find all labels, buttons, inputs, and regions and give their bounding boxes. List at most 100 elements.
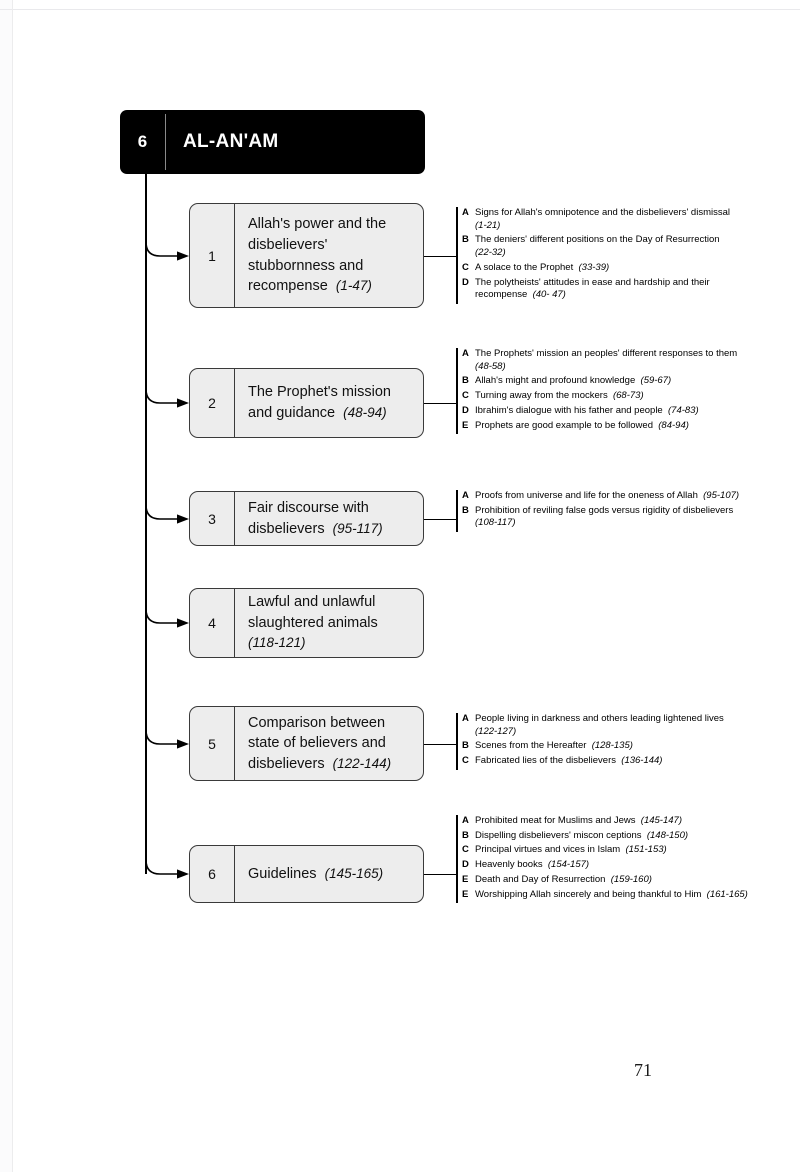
subsection-verse-range: (59-67) [640, 375, 672, 387]
subsection-letter: E [462, 888, 469, 900]
section-number: 1 [190, 204, 235, 307]
connector-stem [424, 874, 456, 876]
page-edge-left [12, 0, 13, 1172]
subsection-text: Heavenly books (154-157) [475, 859, 590, 871]
subsection-letter: A [462, 815, 469, 826]
connector-elbow [145, 844, 189, 904]
subsection-letter: E [462, 419, 469, 431]
subsection-list: A Signs for Allah's omnipotence and the d… [462, 207, 752, 304]
subsection-verse-range: (74-83) [668, 404, 699, 416]
section-title: Allah's power and the disbelievers' stub… [248, 216, 387, 295]
connector-elbow [145, 373, 189, 433]
subsection-verse-range: (48-58) [475, 360, 506, 372]
subsection-text: The Prophets' mission an peoples' differ… [475, 348, 740, 372]
subsection-verse-range: (122-127) [475, 725, 517, 737]
section-title: The Prophet's mission and guidance (48-9… [248, 384, 391, 421]
subsection-text: The deniers' different positions on the … [475, 234, 723, 259]
subsection-letter: C [462, 390, 469, 402]
section-number: 3 [190, 492, 235, 545]
subsection-verse-range: (145-147) [640, 815, 682, 826]
section-body: Comparison between state of believers an… [235, 707, 423, 780]
subsection-bracket [456, 815, 458, 903]
subsection-text: Allah's might and profound knowledge (59… [475, 375, 672, 387]
subsection-verse-range: (151-153) [625, 844, 667, 856]
subsection-text: Signs for Allah's omnipotence and the di… [475, 207, 733, 231]
subsection-verse-range: (148-150) [646, 829, 689, 841]
subsection-letter: A [462, 207, 469, 218]
subsection-verse-range: (84-94) [658, 419, 689, 431]
subsection-text: Turning away from the mockers (68-73) [475, 390, 644, 402]
section-verse-range: (122-144) [332, 755, 392, 771]
section-number: 6 [190, 846, 235, 902]
subsection-item[interactable]: D Heavenly books (154-157) [462, 859, 752, 872]
connector-elbow [145, 225, 189, 286]
page-edge-top [0, 9, 800, 10]
subsection-text: The polytheists' attitudes in ease and h… [475, 276, 710, 301]
connector-stem [424, 518, 456, 520]
subsection-verse-range: (128-135) [591, 740, 633, 752]
subsection-item[interactable]: C Turning away from the mockers (68-73) [462, 390, 752, 403]
subsection-text: Prophets are good example to be followed… [475, 419, 689, 431]
section-verse-range: (1-47) [335, 278, 372, 294]
subsection-item[interactable]: A Signs for Allah's omnipotence and the d… [462, 207, 752, 232]
subsection-verse-range: (136-144) [621, 755, 663, 767]
subsection-verse-range: (108-117) [475, 517, 516, 529]
subsection-text: Principal virtues and vices in Islam (15… [475, 844, 667, 856]
subsection-item[interactable]: C Principal virtues and vices in Islam (1… [462, 844, 752, 857]
subsection-item[interactable]: A Prohibited meat for Muslims and Jews (1… [462, 815, 752, 828]
chapter-number: 6 [137, 132, 148, 151]
subsection-letter: A [462, 490, 469, 501]
chapter-title-bar: 6 AL-AN'AM [120, 110, 425, 174]
subsection-text: Death and Day of Resurrection (159-160) [475, 873, 652, 885]
trunk-line [145, 174, 147, 874]
subsection-letter: C [462, 844, 469, 856]
subsection-bracket [456, 207, 458, 304]
subsection-verse-range: (154-157) [547, 859, 590, 871]
subsection-letter: B [462, 829, 469, 841]
subsection-text: Dispelling disbelievers' miscon ceptions… [475, 829, 689, 841]
subsection-text: Prohibited meat for Muslims and Jews (14… [475, 815, 682, 826]
subsection-verse-range: (33-39) [578, 261, 610, 273]
subsection-text: A solace to the Prophet (33-39) [475, 261, 610, 273]
subsection-text: Fabricated lies of the disbelievers (136… [475, 755, 663, 767]
connector-elbow [145, 593, 189, 653]
section-box[interactable]: 2 The Prophet's mission and guidance (48-… [189, 368, 424, 438]
section-title: Comparison between state of believers an… [248, 714, 392, 772]
subsection-letter: D [462, 859, 469, 871]
subsection-item[interactable]: B Dispelling disbelievers' miscon ception… [462, 830, 752, 843]
subsection-letter: B [462, 375, 469, 387]
subsection-text: Scenes from the Hereafter (128-135) [475, 740, 633, 752]
chapter-title: AL-AN'AM [183, 131, 279, 152]
subsection-item[interactable]: B Allah's might and profound knowledge (5… [462, 375, 752, 388]
subsection-item[interactable]: E Prophets are good example to be followe… [462, 420, 752, 433]
section-number: 2 [190, 369, 235, 437]
section-verse-range: (118-121) [248, 635, 306, 651]
connector-elbow [145, 488, 189, 549]
section-body: Allah's power and the disbelievers' stub… [235, 204, 423, 307]
connector-stem [424, 743, 456, 745]
subsection-text: Prohibition of reviling false gods versu… [475, 504, 736, 529]
section-title: Lawful and unlawful slaughtered animals … [248, 594, 382, 651]
subsection-letter: A [462, 713, 469, 724]
chapter-title-divider [165, 114, 166, 170]
